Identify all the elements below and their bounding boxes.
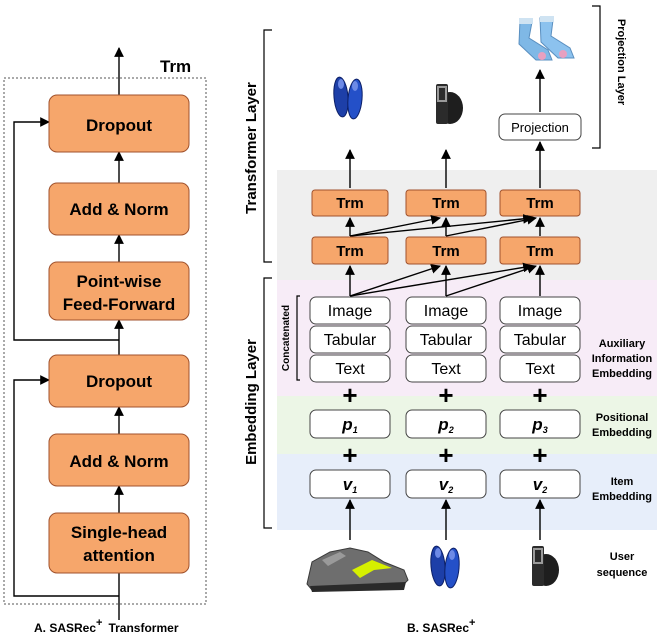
- user-label-line1: User: [610, 551, 635, 563]
- caption-a-right: Transformer: [108, 621, 178, 635]
- transformer-layer-label: Transformer Layer: [243, 82, 260, 214]
- positional-label-1: p1: [341, 415, 357, 435]
- sock-icon: [518, 16, 575, 61]
- feed-forward-label-line1: Point-wise: [76, 272, 161, 291]
- item-label-line2: Embedding: [592, 491, 652, 503]
- feed-forward-block: [48, 261, 190, 321]
- image-label-3: Image: [518, 303, 563, 320]
- aux-label-line3: Embedding: [592, 368, 652, 380]
- panel-b: Transformer Layer Embedding Layer Projec…: [243, 5, 657, 635]
- add-norm-block-bottom: [48, 433, 190, 487]
- text-label-1: Text: [335, 361, 365, 378]
- caption-b-main: B. SASRec: [407, 621, 469, 635]
- sneaker-icon: [306, 547, 409, 592]
- caption-b-sup: +: [469, 617, 475, 629]
- caption-b: B. SASRec+: [407, 617, 475, 635]
- dropout-block-top-label: Dropout: [86, 116, 152, 135]
- image-label-1: Image: [328, 303, 373, 320]
- plus-sign: +: [342, 440, 357, 470]
- trm-bottom-1-label: Trm: [336, 243, 364, 260]
- trm-top-1-label: Trm: [336, 195, 364, 212]
- trm-frame: [3, 77, 207, 605]
- attention-label-line2: attention: [83, 546, 155, 565]
- projection-box: [498, 113, 582, 141]
- tabular-box-3: [499, 325, 581, 354]
- text-label-3: Text: [525, 361, 555, 378]
- panel-a: Trm Dropout Add & Norm Point-wise Feed-F…: [3, 47, 207, 635]
- concatenated-label: Concatenated: [281, 305, 292, 371]
- belt-icon: [532, 546, 559, 586]
- aux-label-line1: Auxiliary: [599, 338, 646, 350]
- positional-box-2: [405, 409, 487, 439]
- trm-top-2-label: Trm: [432, 195, 460, 212]
- positional-box-1: [309, 409, 391, 439]
- tabular-box-2: [405, 325, 487, 354]
- dropout-block-top: [48, 94, 190, 153]
- item-box-1: [309, 469, 391, 499]
- dropout-block-bottom-label: Dropout: [86, 372, 152, 391]
- projection-label: Projection: [511, 120, 569, 135]
- image-label-2: Image: [424, 303, 469, 320]
- trm-bottom-3: [499, 236, 581, 265]
- plus-sign: +: [532, 380, 547, 410]
- plus-sign: +: [342, 380, 357, 410]
- text-box-3: [499, 354, 581, 383]
- tabular-label-3: Tabular: [514, 332, 567, 349]
- dropout-block-bottom: [48, 354, 190, 408]
- belt-icon: [436, 84, 463, 124]
- caption-a: A. SASRec+ Transformer: [34, 617, 179, 635]
- item-label-3: v2: [533, 475, 547, 495]
- attention-label-line1: Single-head: [71, 523, 167, 542]
- text-box-1: [309, 354, 391, 383]
- plus-sign: +: [438, 440, 453, 470]
- image-box-3: [499, 296, 581, 325]
- trm-top-3: [499, 189, 581, 217]
- tabular-label-2: Tabular: [420, 332, 473, 349]
- caption-a-main: A. SASRec: [34, 621, 96, 635]
- user-label-line2: sequence: [597, 567, 648, 579]
- positional-label-2: p2: [437, 415, 453, 435]
- item-box-2: [405, 469, 487, 499]
- text-box-2: [405, 354, 487, 383]
- caption-a-sup: +: [96, 617, 102, 629]
- add-norm-block-top-label: Add & Norm: [69, 200, 168, 219]
- aux-label-line2: Information: [592, 353, 653, 365]
- text-label-2: Text: [431, 361, 461, 378]
- feed-forward-label-line2: Feed-Forward: [63, 295, 175, 314]
- trm-top-3-label: Trm: [526, 195, 554, 212]
- positional-label-3: p3: [531, 415, 547, 435]
- item-label-2: v2: [439, 475, 453, 495]
- add-norm-block-top: [48, 182, 190, 236]
- item-label-1: v1: [343, 475, 357, 495]
- trm-bottom-3-label: Trm: [526, 243, 554, 260]
- trm-label: Trm: [160, 57, 191, 76]
- tabular-label-1: Tabular: [324, 332, 377, 349]
- pos-label-line1: Positional: [596, 412, 649, 424]
- insole-icon: [333, 76, 363, 120]
- add-norm-block-bottom-label: Add & Norm: [69, 452, 168, 471]
- projection-layer-label: Projection Layer: [615, 19, 627, 106]
- trm-top-1: [311, 189, 389, 217]
- image-box-1: [309, 296, 391, 325]
- plus-sign: +: [438, 380, 453, 410]
- insole-icon: [430, 545, 460, 589]
- item-label-line1: Item: [611, 476, 634, 488]
- trm-top-2: [405, 189, 487, 217]
- trm-bottom-1: [311, 236, 389, 265]
- attention-block: [48, 512, 190, 574]
- embedding-layer-label: Embedding Layer: [243, 339, 260, 465]
- trm-bottom-2-label: Trm: [432, 243, 460, 260]
- image-box-2: [405, 296, 487, 325]
- item-box-3: [499, 469, 581, 499]
- pos-label-line2: Embedding: [592, 427, 652, 439]
- tabular-box-1: [309, 325, 391, 354]
- plus-sign: +: [532, 440, 547, 470]
- trm-bottom-2: [405, 236, 487, 265]
- positional-box-3: [499, 409, 581, 439]
